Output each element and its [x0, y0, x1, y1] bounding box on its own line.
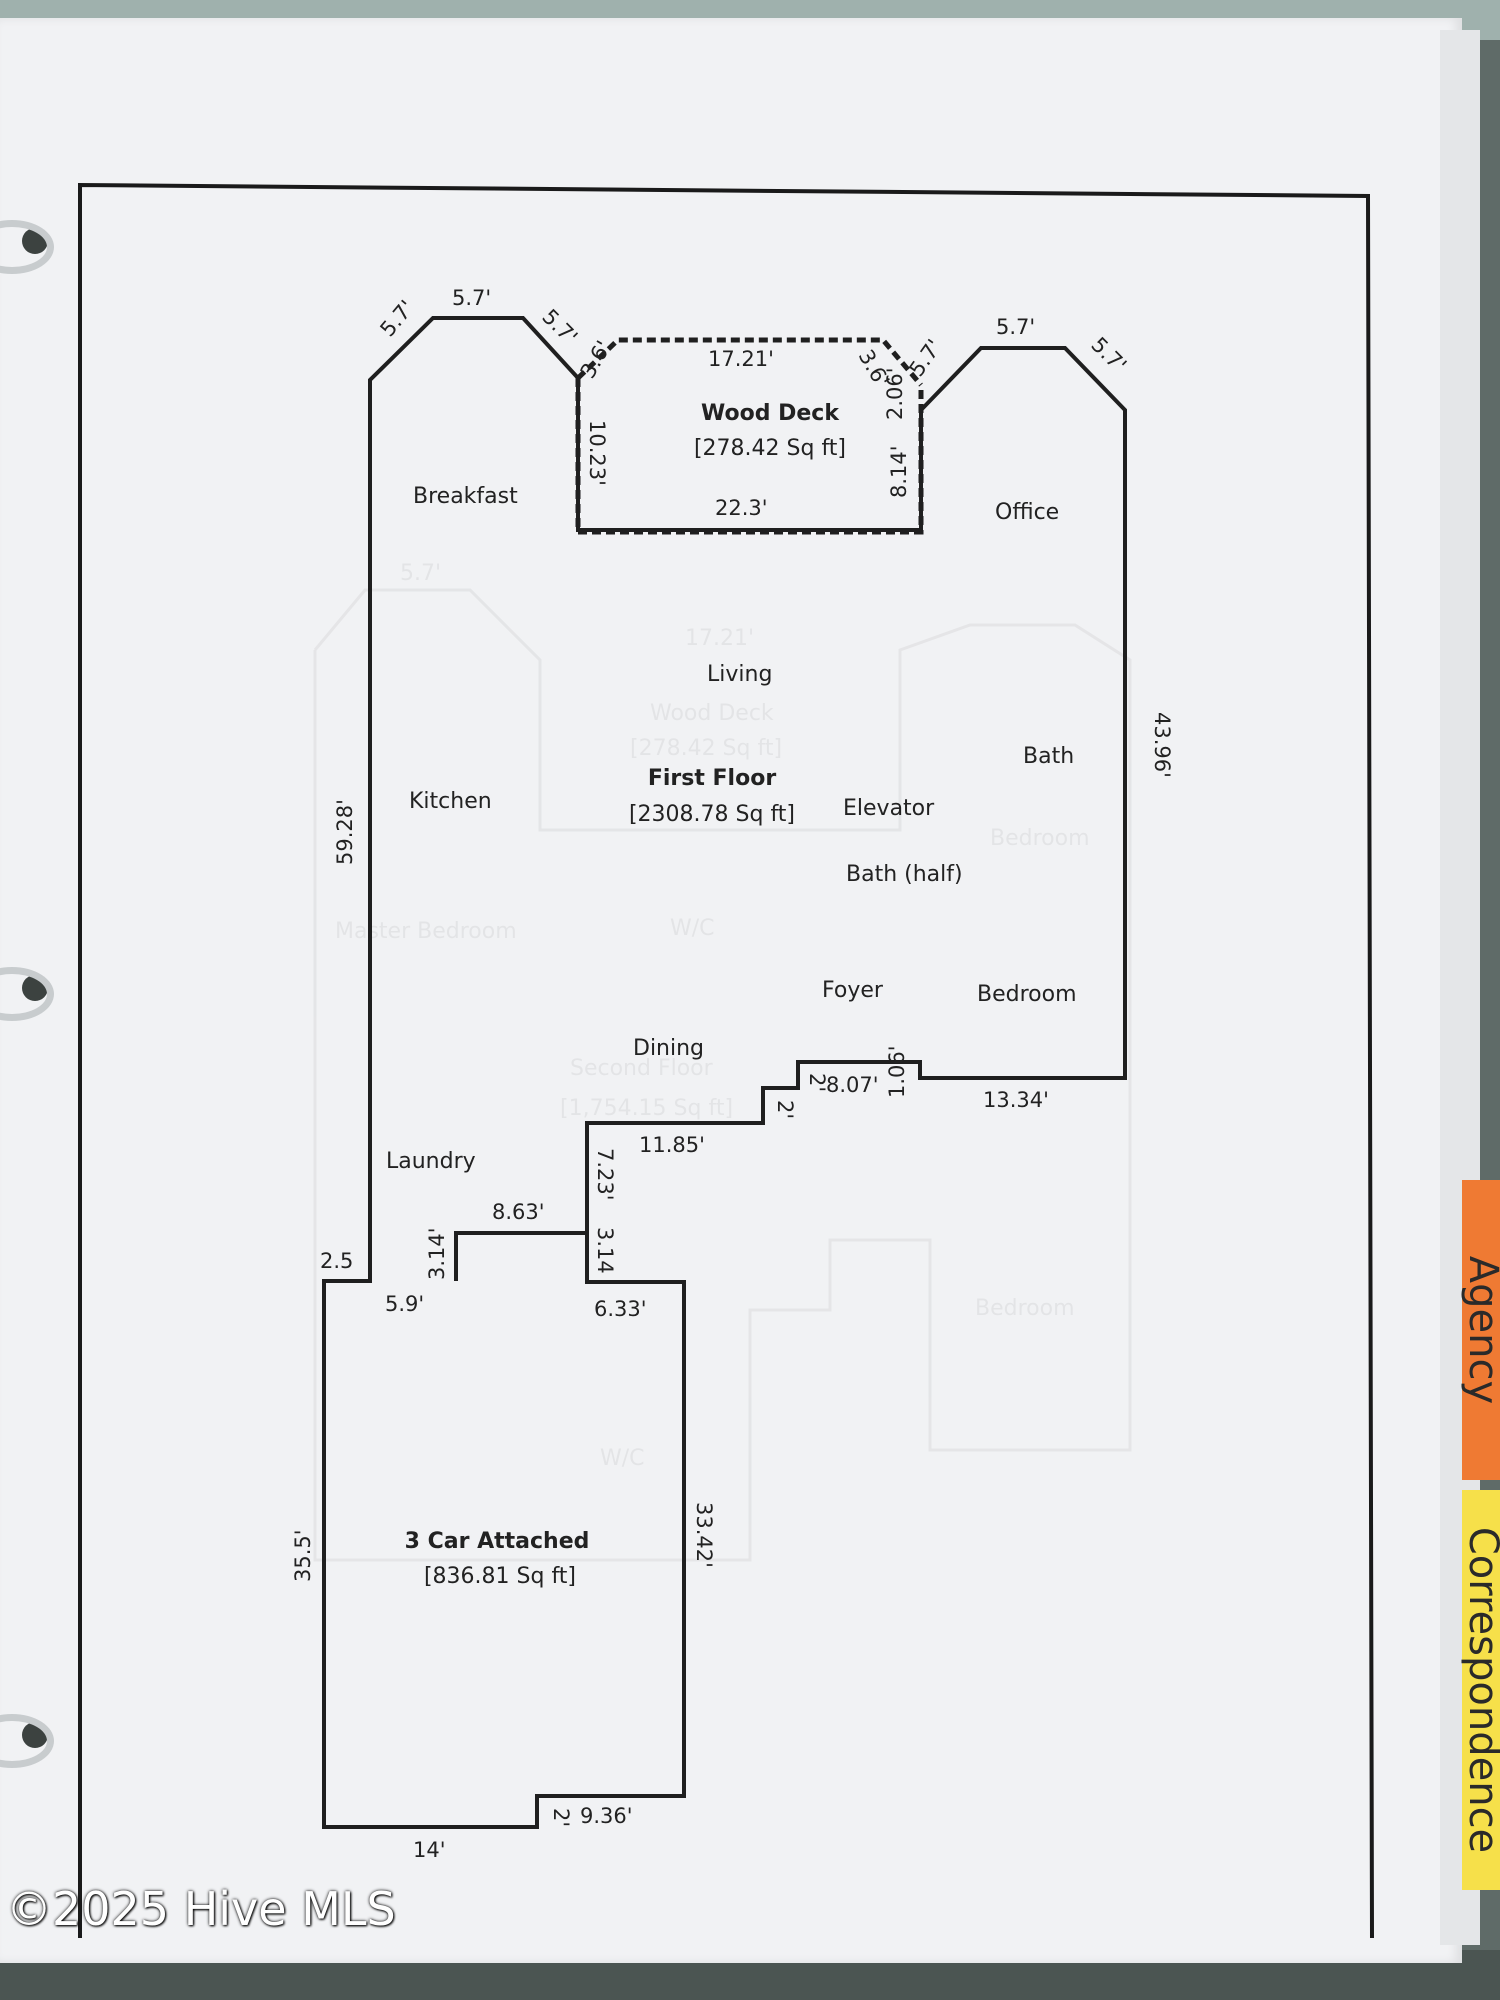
- deck-area: [278.42 Sq ft]: [694, 436, 846, 461]
- dimension-label: 8.63': [492, 1200, 545, 1224]
- dimension-label: 5.7': [1086, 333, 1131, 378]
- garage-name: 3 Car Attached: [405, 1529, 590, 1554]
- ghost-text: 17.21': [685, 626, 754, 651]
- first-floor-area: [2308.78 Sq ft]: [629, 802, 795, 827]
- room-label: Kitchen: [409, 789, 492, 814]
- dimension-label: 2': [805, 1073, 829, 1092]
- ghost-text: Bedroom: [975, 1296, 1075, 1321]
- dimension-label: 5.7': [375, 296, 419, 341]
- first-floor-name: First Floor: [648, 766, 776, 791]
- room-label: Living: [707, 662, 772, 687]
- dimension-label: 59.28': [333, 799, 357, 865]
- dimension-label: 2.5: [320, 1249, 353, 1273]
- room-label: Office: [995, 500, 1059, 525]
- ghost-text: Bedroom: [990, 826, 1090, 851]
- room-label: Bedroom: [977, 982, 1077, 1007]
- garage-area: [836.81 Sq ft]: [424, 1564, 576, 1589]
- tab-agency[interactable]: Agency: [1460, 1180, 1500, 1480]
- ghost-text: [1,754.15 Sq ft]: [560, 1096, 733, 1121]
- dimension-label: 8.07': [826, 1073, 879, 1097]
- dimension-label: 9.36': [580, 1804, 633, 1828]
- room-label: Bath: [1023, 744, 1074, 769]
- page-border: [78, 182, 1374, 1939]
- dimension-label: 13.34': [983, 1088, 1049, 1112]
- dimension-label: 3.14': [425, 1227, 449, 1280]
- binder-ring: [0, 967, 54, 1021]
- ghost-text: W/C: [670, 916, 715, 941]
- room-label: Laundry: [386, 1149, 476, 1174]
- dimension-label: 5.9': [385, 1292, 424, 1316]
- mls-watermark: ©2025 Hive MLS: [6, 1882, 396, 1936]
- ghost-text: Master Bedroom: [335, 919, 517, 944]
- dimension-label: 2.06': [883, 367, 907, 420]
- ghost-text: 5.7': [400, 561, 441, 586]
- room-label: Breakfast: [413, 484, 518, 509]
- dimension-label: 35.5': [291, 1529, 315, 1582]
- room-label: Dining: [633, 1036, 704, 1061]
- ghost-text: Wood Deck: [650, 701, 774, 726]
- dimension-label: 5.7': [996, 315, 1035, 339]
- dimension-label: 17.21': [708, 347, 774, 371]
- laundry-wall: [454, 1231, 587, 1281]
- dimension-label: 7.23': [593, 1148, 617, 1201]
- deck-outline: [575, 378, 924, 535]
- dimension-label: 33.42': [692, 1502, 716, 1568]
- binder-ring: [0, 220, 54, 274]
- dimension-label: 2': [773, 1100, 797, 1119]
- dimension-label: 1.06': [885, 1045, 909, 1098]
- dimension-label: 22.3': [715, 496, 768, 520]
- tab-correspondence[interactable]: Correspondence: [1460, 1490, 1500, 1890]
- dimension-label: 14': [413, 1838, 446, 1862]
- dimension-label: 8.14': [887, 445, 911, 498]
- dimension-label: 6.33': [594, 1297, 647, 1321]
- dimension-label: 43.96': [1150, 712, 1174, 778]
- room-label: Bath (half): [846, 862, 963, 887]
- ghost-text: Second Floor: [570, 1056, 714, 1081]
- dimension-label: 11.85': [639, 1133, 705, 1157]
- deck-name: Wood Deck: [701, 401, 840, 426]
- room-label: Elevator: [843, 796, 935, 821]
- dimension-label: 2': [549, 1808, 573, 1827]
- dimension-label: 10.23': [585, 420, 609, 486]
- binder-ring: [0, 1714, 54, 1768]
- ghost-text: [278.42 Sq ft]: [630, 736, 782, 761]
- ghost-text: W/C: [600, 1446, 645, 1471]
- dimension-label: 5.7': [452, 286, 491, 310]
- deck-outline: [576, 337, 923, 387]
- second-floor-bleed: Wood Deck [278.42 Sq ft] 17.21' 5.7' Bed…: [313, 561, 1132, 1562]
- first-floor-outline: [322, 316, 1127, 1829]
- dimension-label: 3.14: [593, 1227, 617, 1274]
- room-label: Foyer: [822, 978, 884, 1003]
